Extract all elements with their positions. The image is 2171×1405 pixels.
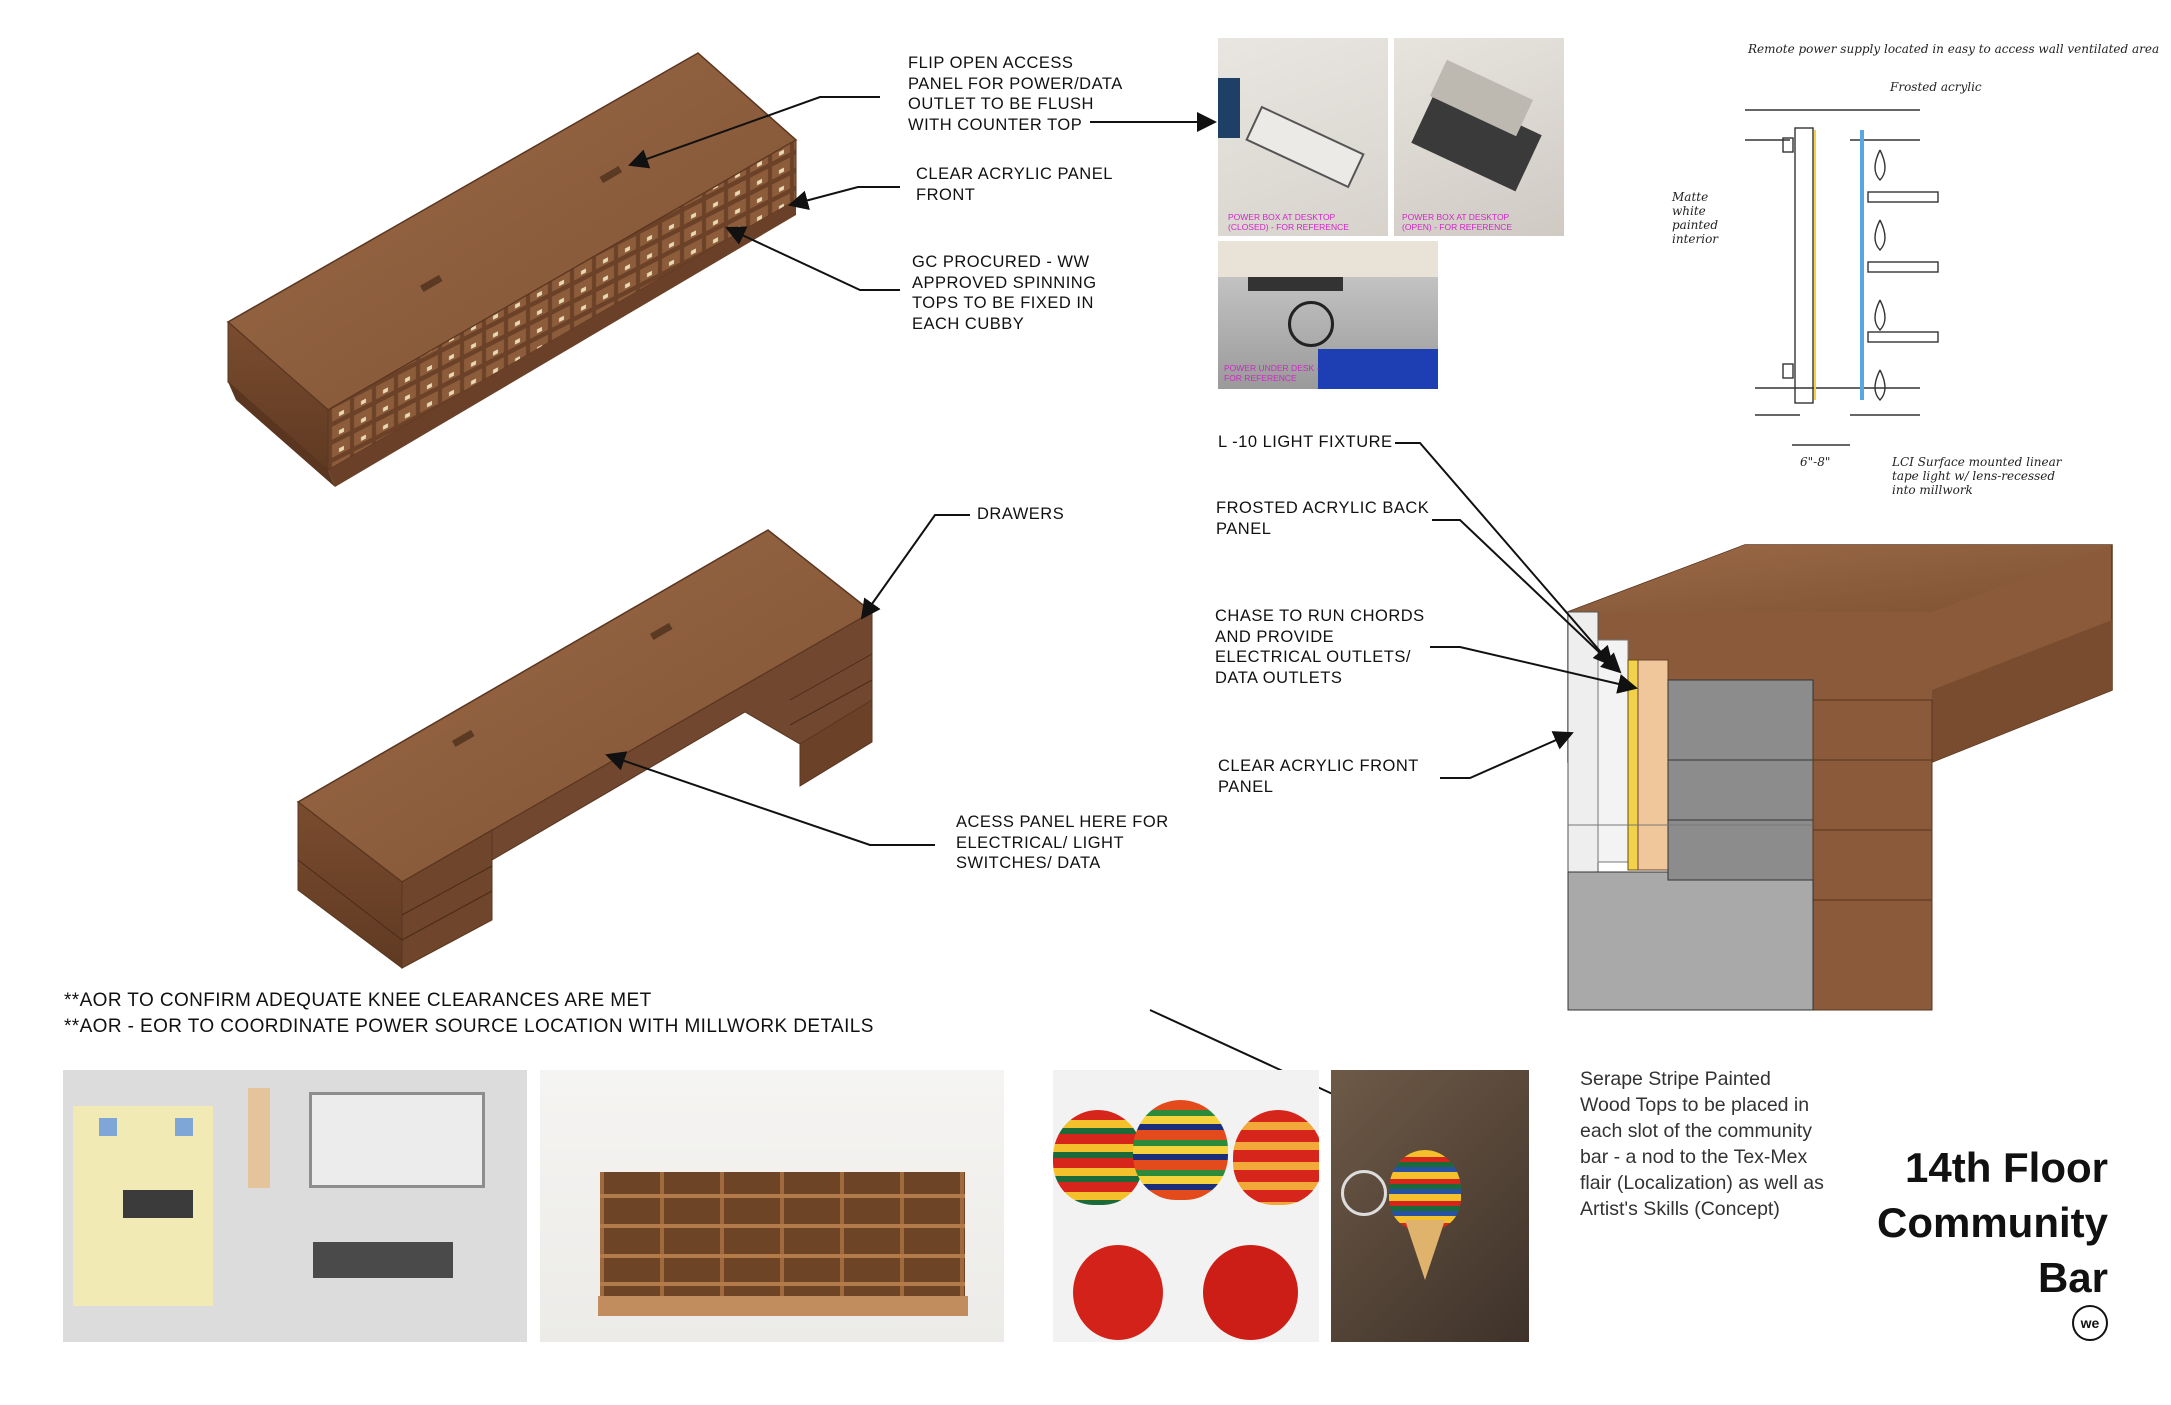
note-knee-clearance: **AOR TO CONFIRM ADEQUATE KNEE CLEARANCE… (64, 990, 652, 1011)
callout-gc-procured: GC PROCURED - WW APPROVED SPINNING TOPS … (912, 253, 1097, 333)
callout-frosted-back: FROSTED ACRYLIC BACK PANEL (1216, 499, 1430, 538)
floor-plan-image (63, 1070, 527, 1342)
sketch-note-matte-white: Matte white painted interior (1672, 190, 1719, 246)
callout-clear-acrylic: CLEAR ACRYLIC PANEL FRONT (916, 165, 1113, 204)
sketch-note-remote-power: Remote power supply located in easy to a… (1748, 42, 2160, 56)
drawer-bench-model (296, 529, 874, 969)
photo-power-box-open: POWER BOX AT DESKTOP (OPEN) - FOR REFERE… (1394, 38, 1564, 236)
cubby-bench-model (226, 52, 798, 487)
photo-power-under-desk: POWER UNDER DESK - FOR REFERENCE (1218, 241, 1438, 389)
tops-description: Serape Stripe Painted Wood Tops to be pl… (1580, 1068, 1824, 1220)
photo-label-open: POWER BOX AT DESKTOP (OPEN) - FOR REFERE… (1402, 212, 1513, 232)
note-power-source: **AOR - EOR TO COORDINATE POWER SOURCE L… (64, 1016, 874, 1037)
sketch-note-frosted-acrylic: Frosted acrylic (1890, 80, 1982, 94)
page-title: 14th Floor Community Bar (1877, 1144, 2108, 1301)
section-cut-model (1567, 544, 2113, 1011)
sketch-note-lci: LCI Surface mounted linear tape light w/… (1892, 455, 2062, 497)
photo-power-box-closed: POWER BOX AT DESKTOP (CLOSED) - FOR REFE… (1218, 38, 1388, 236)
callout-chase: CHASE TO RUN CHORDS AND PROVIDE ELECTRIC… (1215, 607, 1425, 687)
photo-label-closed: POWER BOX AT DESKTOP (CLOSED) - FOR REFE… (1228, 212, 1349, 232)
hand-sketch-section (1745, 109, 1939, 446)
callout-light-fixture: L -10 LIGHT FIXTURE (1218, 433, 1393, 451)
photo-label-under-desk: POWER UNDER DESK - FOR REFERENCE (1224, 363, 1320, 383)
spinning-tops-image (1053, 1070, 1319, 1342)
callout-clear-front: CLEAR ACRYLIC FRONT PANEL (1218, 757, 1419, 796)
callout-drawers: DRAWERS (977, 505, 1065, 523)
callout-access-panel: ACESS PANEL HERE FOR ELECTRICAL/ LIGHT S… (956, 813, 1169, 872)
callout-flip-panel: FLIP OPEN ACCESS PANEL FOR POWER/DATA OU… (908, 54, 1123, 134)
single-top-image (1331, 1070, 1529, 1342)
we-logo: we (2072, 1305, 2108, 1341)
sketch-note-dimension: 6"-8" (1800, 455, 1831, 469)
cubby-shelf-image (540, 1070, 1004, 1342)
